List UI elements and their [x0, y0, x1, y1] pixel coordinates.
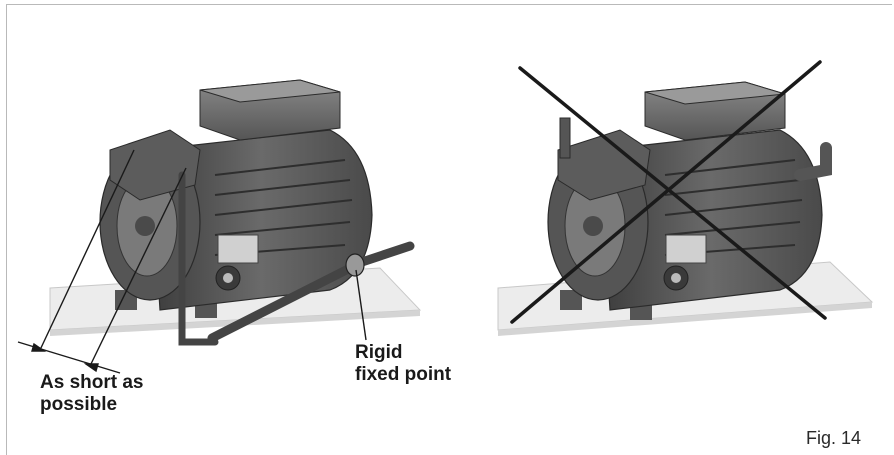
compressor-illustration-correct: [49, 79, 422, 346]
dimension-arrow: [17, 149, 187, 374]
figure-frame: [6, 4, 892, 455]
figure-caption: Fig. 14: [806, 428, 862, 448]
label-rigid-fixed-point: Rigid fixed point: [355, 342, 452, 385]
cross-mark-icon: [510, 60, 827, 324]
label-as-short-as-possible: As short as possible: [40, 372, 144, 415]
compressor-illustration-incorrect: [497, 81, 874, 336]
